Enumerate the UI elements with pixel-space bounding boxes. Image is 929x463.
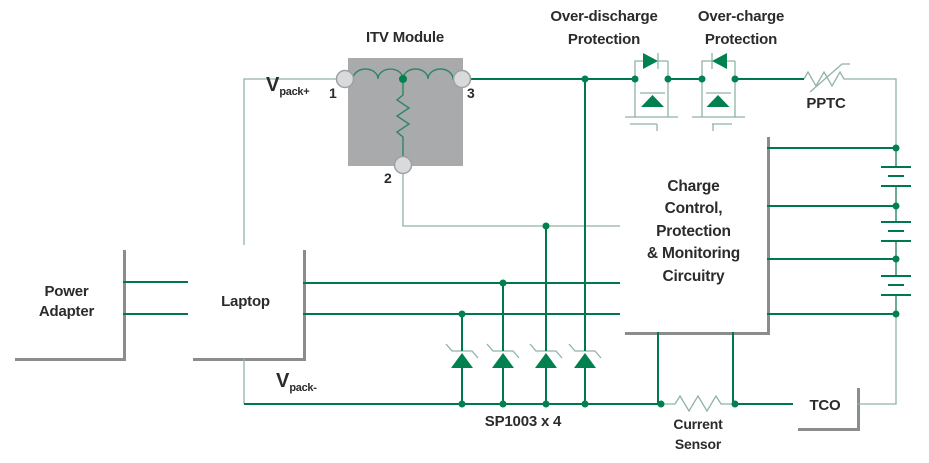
charge-control-label-line5: Circuitry — [662, 267, 725, 285]
tvs-diode-bar-2 — [486, 343, 520, 359]
current-sense-wires — [657, 332, 734, 404]
tvs-diode-top-wires — [461, 79, 586, 351]
over-discharge-diode-branch — [634, 53, 669, 77]
over-discharge-body-diode — [641, 95, 664, 107]
tvs-diode-bar-4 — [568, 343, 602, 359]
tvs-diode-bottom-wires — [461, 368, 586, 404]
charge-control-box: Charge Control, Protection & Monitoring … — [620, 132, 767, 332]
over-charge-mosfet-outline — [692, 79, 745, 131]
vpack-plus-wire — [243, 78, 337, 245]
vpack-plus-label: Vpack+ — [266, 74, 310, 98]
itv-pin3-label: 3 — [467, 85, 475, 101]
tvs-diode-4 — [574, 353, 596, 368]
itv-resistor-symbol — [395, 83, 411, 157]
power-adapter-label-line2: Adapter — [38, 302, 95, 320]
battery-cell — [881, 166, 911, 187]
battery-cell — [881, 275, 911, 296]
over-charge-body-diode — [706, 95, 730, 107]
cell-tap-wires — [767, 147, 894, 315]
laptop-to-charge-control-wires — [303, 282, 620, 315]
adapter-to-laptop-wires — [123, 281, 188, 315]
over-discharge-diode — [643, 53, 658, 69]
current-sensor-label: Current Sensor — [673, 416, 723, 452]
tvs-diode-3 — [535, 353, 557, 368]
over-discharge-label: Over-discharge Protection — [550, 8, 658, 48]
itv-terminal-1 — [335, 69, 355, 89]
charge-control-label-line2: Control, — [664, 200, 723, 218]
laptop-label: Laptop — [221, 292, 270, 310]
over-discharge-mosfet-outline — [625, 79, 678, 131]
charge-control-label-line4: & Monitoring — [646, 245, 741, 263]
itv-module-body — [348, 58, 463, 166]
over-charge-label: Over-charge Protection — [697, 8, 785, 48]
itv-pin2-wire — [402, 173, 620, 227]
vpack-minus-label: Vpack- — [276, 370, 317, 394]
power-adapter-label-line1: Power — [44, 282, 89, 300]
over-charge-diode — [712, 53, 727, 69]
sp1003-label: SP1003 x 4 — [484, 413, 562, 430]
itv-pin1-label: 1 — [329, 85, 337, 101]
pptc-strike-line — [809, 63, 850, 93]
battery-cell — [881, 221, 911, 242]
current-sensor-symbol — [661, 394, 735, 413]
power-adapter-box: Power Adapter — [10, 245, 123, 358]
pptc-label: PPTC — [806, 95, 846, 112]
tvs-diode-bar-1 — [445, 343, 479, 359]
itv-module-label: ITV Module — [366, 29, 444, 46]
over-charge-diode-branch — [701, 53, 736, 77]
charge-control-label-line1: Charge — [667, 177, 720, 195]
itv-inductor-symbol — [352, 68, 454, 80]
battery-to-tco-wire — [857, 314, 897, 405]
pptc-resistor-symbol — [803, 70, 846, 88]
tco-box: TCO — [793, 383, 857, 428]
itv-terminal-2 — [393, 155, 413, 175]
laptop-box: Laptop — [188, 245, 303, 358]
tvs-diode-bar-3 — [529, 343, 563, 359]
itv-pin2-label: 2 — [384, 170, 392, 186]
itv-terminals — [335, 69, 472, 175]
tvs-diode-1 — [451, 353, 473, 368]
tvs-diode-2 — [492, 353, 514, 368]
charge-control-label-line3: Protection — [656, 222, 731, 240]
tco-label: TCO — [809, 396, 841, 414]
